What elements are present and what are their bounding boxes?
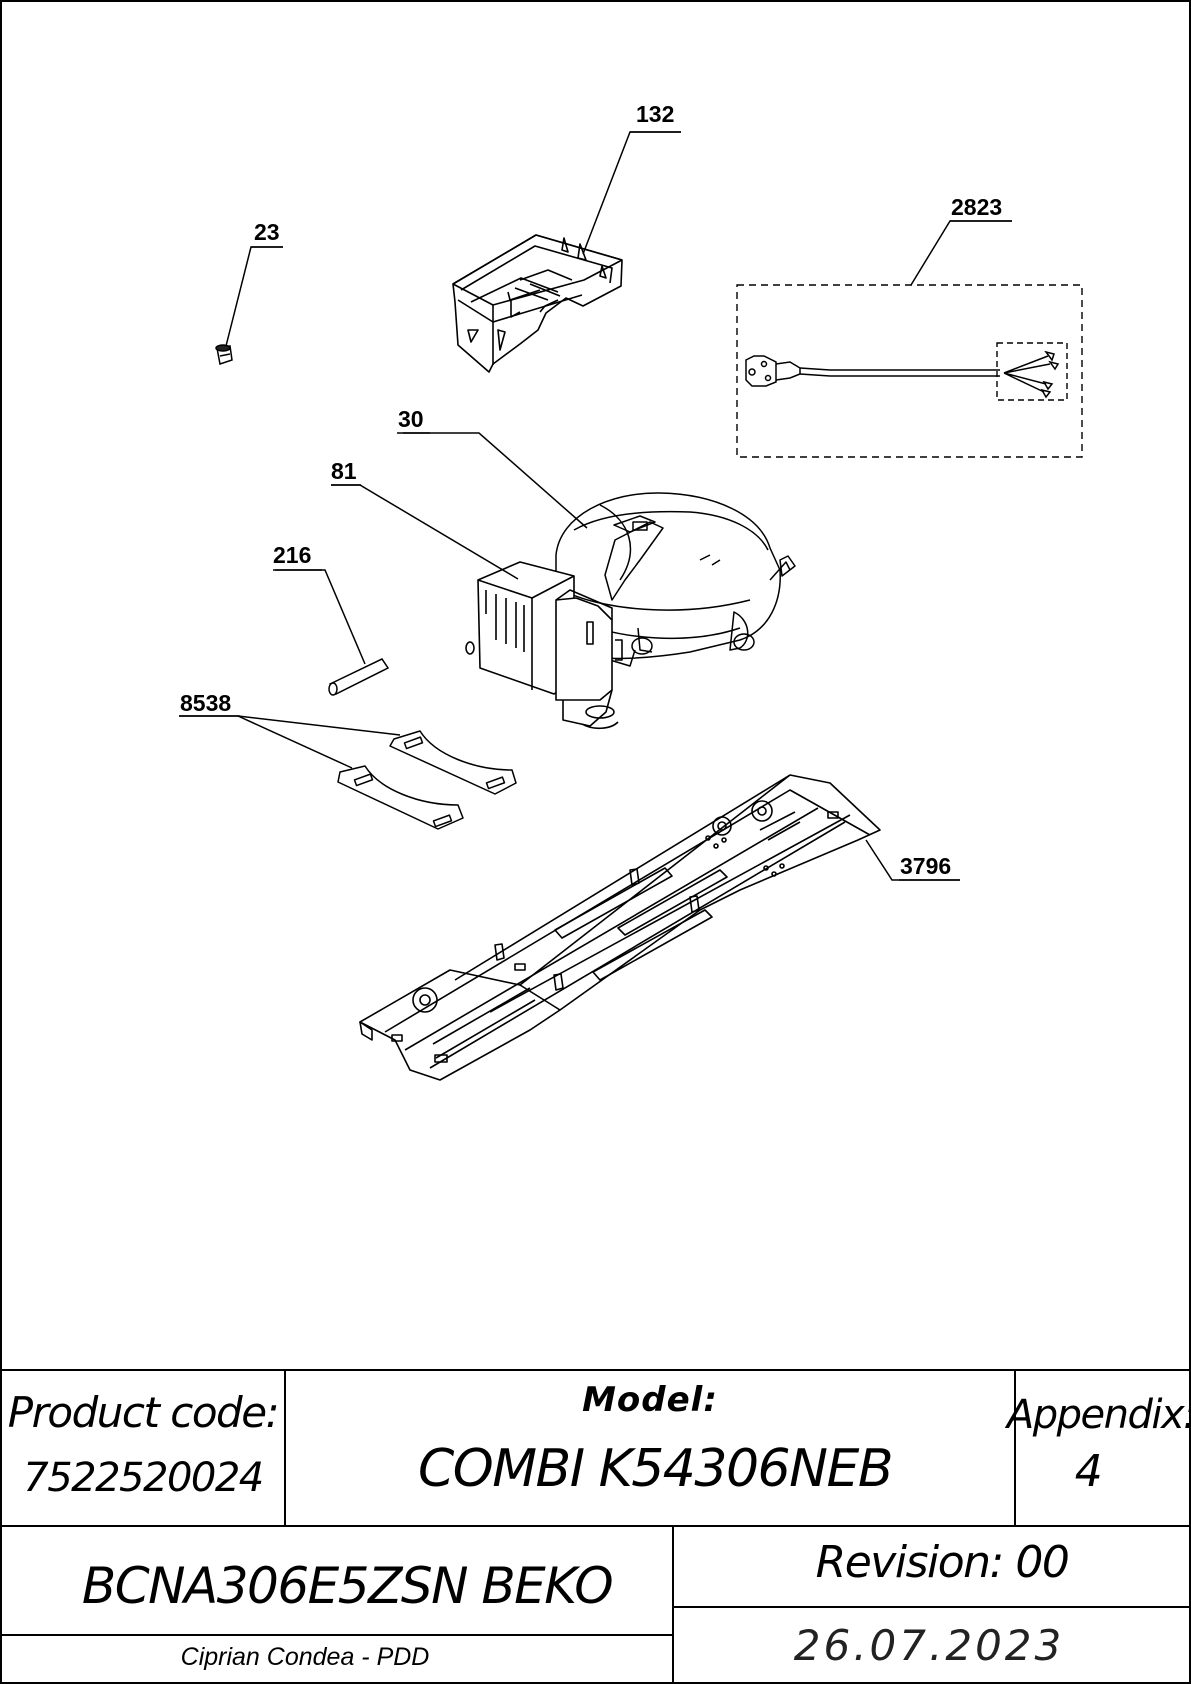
part-8538-pads xyxy=(337,730,517,830)
callout-81: 81 xyxy=(331,458,357,484)
model-label: Model: xyxy=(582,1380,718,1420)
part-2823-power-cable xyxy=(745,350,1060,399)
group-box-2823 xyxy=(736,284,1083,458)
appendix-value: 4 xyxy=(1074,1446,1103,1497)
callout-2823: 2823 xyxy=(951,194,1003,220)
callout-23: 23 xyxy=(254,219,280,245)
leader-132 xyxy=(582,131,681,255)
callout-3796: 3796 xyxy=(900,853,952,879)
callout-132: 132 xyxy=(636,101,675,127)
part-216-pin xyxy=(328,658,390,696)
product-name: BCNA306E5ZSN BEKO xyxy=(81,1557,614,1615)
part-23-plug xyxy=(215,344,233,365)
model-value: COMBI K54306NEB xyxy=(417,1439,894,1499)
part-3796-base-plate xyxy=(359,774,881,1081)
product-code-value: 7522520024 xyxy=(23,1455,264,1501)
leader-216 xyxy=(275,569,366,665)
leader-30 xyxy=(403,432,588,529)
callout-216: 216 xyxy=(273,542,312,568)
leader-81 xyxy=(331,484,519,580)
leader-23 xyxy=(225,246,283,347)
callout-underlines xyxy=(179,131,1012,881)
author: Ciprian Condea - PDD xyxy=(180,1643,430,1671)
part-132-drain-tray xyxy=(452,234,623,373)
product-code-label: Product code: xyxy=(7,1388,280,1437)
callout-30: 30 xyxy=(398,406,424,432)
part-81-relay-box xyxy=(465,561,623,730)
appendix-label: Appendix: xyxy=(1006,1392,1191,1438)
revision-date: 26.07.2023 xyxy=(793,1621,1065,1670)
leader-8538-a xyxy=(179,715,401,736)
callout-8538: 8538 xyxy=(180,690,232,716)
leader-2823 xyxy=(910,220,1012,286)
revision: Revision: 00 xyxy=(815,1537,1070,1588)
connector-box-2823 xyxy=(996,342,1068,401)
title-block-grid xyxy=(1,1369,1190,1683)
leader-8538-b xyxy=(237,715,353,769)
